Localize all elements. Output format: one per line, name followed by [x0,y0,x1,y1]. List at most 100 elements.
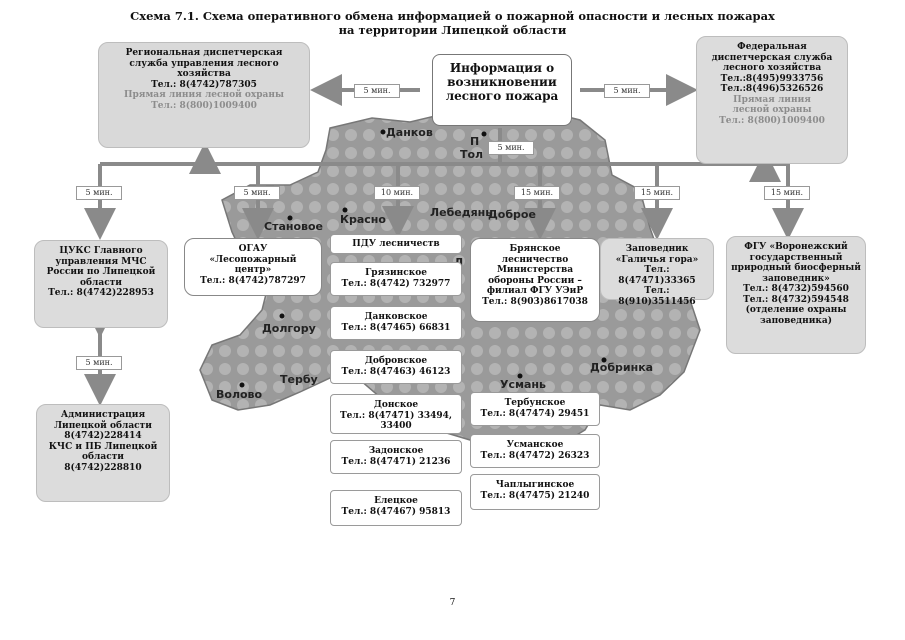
info-source-text: Информация о возникновении лесного пожар… [445,61,559,103]
oglsu-phone: Тел.: 8(4742)787297 [200,275,306,286]
regional-hotline-label: Прямая линия лесной охраны [124,90,284,100]
admin-line1: Администрация [60,410,146,420]
regional-dispatch-box: Региональная диспетчерская служба управл… [98,42,310,148]
admin-phone1: 8(4742)228414 [64,431,142,441]
forestry-phone: Тел.: 8(47475) 21240 [480,490,590,501]
fgu-line3: природный биосферный [731,263,861,273]
map-town-usman: Усмань [500,378,546,391]
time-label-pdu: 10 мин. [374,186,420,200]
forestry-name: Данковское [364,312,428,322]
time-label-oglsu: 5 мин. [234,186,280,200]
time-label-federal: 5 мин. [604,84,650,98]
forestry-name: Елецкое [374,496,418,506]
tsuks-box: ЦУКС Главного управления МЧС России по Л… [34,240,168,328]
oglsu-box: ОГАУ «Лесопожарный центр» Тел.: 8(4742)7… [184,238,322,296]
map-town-dobroe: Доброе [488,208,536,221]
map-town-markers [239,129,607,388]
regional-hotline-phone: Тел.: 8(800)1009400 [151,100,257,111]
zapovednik-phone1: Тел.: 8(47471)33365 [618,265,696,286]
bryansk-line3: Министерства [496,265,574,275]
forestry-name: Задонское [368,446,424,456]
bryansk-phone: Тел.: 8(903)8617038 [482,296,588,307]
fgu-phone2: Тел.: 8(4732)594548 [743,294,849,305]
time-label-regional: 5 мин. [354,84,400,98]
fgu-reserve-box: ФГУ «Воронежский государственный природн… [726,236,866,354]
zapovednik-phone2: Тел.: 8(910)3511456 [618,286,696,307]
forestry-name: Донское [373,400,419,410]
regional-line3: хозяйства [177,69,231,79]
regional-phone: Тел.: 8(4742)787305 [151,79,257,90]
bryansk-line2: лесничество [501,254,569,265]
federal-line1: Федеральная [737,42,807,52]
federal-line2: диспетчерская служба [711,52,833,63]
time-label-fgu: 15 мин. [764,186,810,200]
map-town-pa: П [470,135,480,148]
fgu-line1: ФГУ «Воронежский [744,242,848,252]
fgu-phone1: Тел.: 8(4732)594560 [743,284,849,294]
forestry-phone: Тел.: 8(47471) 21236 [341,456,451,467]
federal-hotline-label2: лесной охраны [732,105,812,115]
tsuks-line1: ЦУКС Главного [59,246,143,256]
forestry-phone: Тел.: 8(47472) 26323 [480,450,590,461]
forestry-box-zadonskoe: Задонское Тел.: 8(47471) 21236 [330,440,462,474]
federal-hotline-phone: Тел.: 8(800)1009400 [719,115,825,126]
map-town-terbuny: Тербу [280,373,318,386]
tsuks-line4: области [80,277,122,288]
page-number: 7 [449,598,456,608]
forestry-phone: Тел.: 8(47467) 95813 [341,506,451,517]
forestry-name: Добровское [364,356,428,366]
oglsu-line3: центр» [234,265,272,275]
federal-phone2: Тел.:8(496)5326526 [720,84,824,94]
tsuks-phone: Тел.: 8(4742)228953 [48,288,154,298]
forestry-box-terbunskoe: Тербунское Тел.: 8(47474) 29451 [470,392,600,426]
oglsu-line1: ОГАУ [238,244,268,254]
pdu-title: ПДУ лесничеств [352,239,440,249]
oglsu-line2: «Лесопожарный [209,254,297,265]
admin-line2: Липецкой области [54,420,152,431]
forestry-name: Тербунское [504,398,566,408]
bryansk-line1: Брянское [509,244,561,254]
map-town-dolgorukovo: Долгору [262,322,316,335]
map-town-dobrinka: Добринка [590,361,654,374]
fgu-line4: заповедник» [762,273,830,284]
time-label-tsuks: 5 мин. [76,186,122,200]
fgu-note: (отделение охраны заповедника) [745,305,847,326]
forestry-box-dobrovskoe: Добровское Тел.: 8(47463) 46123 [330,350,462,384]
map-town-krasnoe: Красно [340,213,386,226]
forestry-box-eletskoe: Елецкое Тел.: 8(47467) 95813 [330,490,462,526]
forestry-phone: Тел.: 8(47471) 33494, 33400 [339,410,453,432]
zapovednik-box: Заповедник «Галичья гора» Тел.: 8(47471)… [600,238,714,307]
forestry-box-dankovskoe: Данковское Тел.: 8(47465) 66831 [330,306,462,340]
forestry-name: Грязинское [365,268,427,278]
map-town-stanovoe: Становое [264,220,324,233]
zapovednik-line2: «Галичья гора» [615,254,699,265]
forestry-name: Чаплыгинское [495,480,575,490]
admin-phone2: 8(4742)228810 [64,462,142,473]
regional-line1: Региональная диспетчерская [125,48,283,58]
forestry-box-donskoe: Донское Тел.: 8(47471) 33494, 33400 [330,394,462,434]
tsuks-line3: России по Липецкой [46,267,156,277]
forestry-phone: Тел.: 8(47465) 66831 [341,322,451,333]
pdu-header: ПДУ лесничеств [330,234,462,254]
federal-line3: лесного хозяйства [722,63,822,73]
federal-dispatch-box: Федеральная диспетчерская служба лесного… [696,36,848,164]
administration-box: Администрация Липецкой области 8(4742)22… [36,404,170,502]
fgu-line2: государственный [749,252,843,263]
bryansk-forestry-box: Брянское лесничество Министерства оборон… [470,238,600,322]
map-town-volovo: Волово [216,388,263,401]
forestry-box-chaplyginskoe: Чаплыгинское Тел.: 8(47475) 21240 [470,474,600,510]
time-label-bryansk: 15 мин. [514,186,560,200]
time-label-zapovednik: 15 мин. [634,186,680,200]
tsuks-line2: управления МЧС [55,256,147,267]
federal-hotline-label1: Прямая линия [733,94,811,105]
federal-phone1: Тел.:8(495)9933756 [720,73,824,84]
bryansk-line4: обороны России – [488,275,582,286]
map-town-dankov: Данков [386,126,433,139]
forestry-name: Усманское [506,440,564,450]
admin-line3: КЧС и ПБ Липецкой [48,441,158,452]
forestry-phone: Тел.: 8(47474) 29451 [480,408,590,419]
time-label-admin: 5 мин. [76,356,122,370]
forestry-phone: Тел.: 8(47463) 46123 [341,366,451,377]
time-label-center: 5 мин. [488,141,534,155]
